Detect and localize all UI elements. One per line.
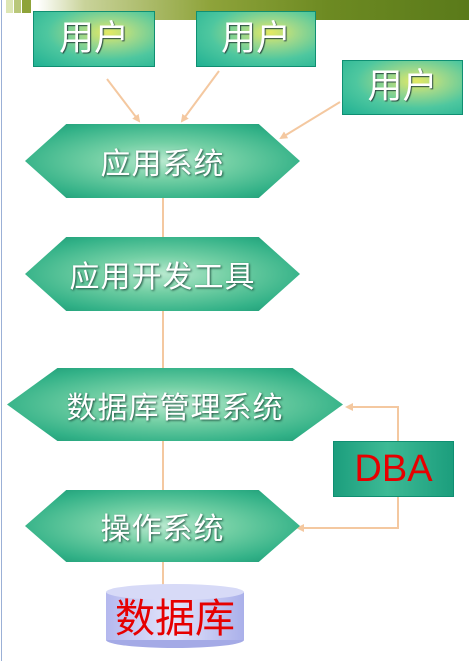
user-box-1: 用户: [33, 11, 155, 67]
arrow-dba-to-os: [296, 497, 399, 532]
user-box-3: 用户: [342, 60, 463, 115]
arrow-dba-to-dbms: [345, 403, 399, 441]
node-dbms: 数据库管理系统: [7, 368, 343, 441]
dba-label: DBA: [354, 448, 433, 490]
database-cylinder: 数据库: [106, 584, 244, 648]
header-square: [6, 0, 13, 13]
dba-box: DBA: [333, 441, 454, 497]
header-square: [14, 0, 21, 13]
node-application-system: 应用系统: [25, 124, 300, 198]
node-label: 应用系统: [100, 147, 225, 182]
user-label: 用户: [367, 67, 438, 107]
left-rule: [1, 0, 2, 661]
header-square: [0, 0, 5, 13]
database-top: [106, 584, 244, 600]
arrow-user1-to-app: [106, 78, 141, 123]
database-label: 数据库: [115, 596, 235, 642]
node-dev-tools: 应用开发工具: [25, 237, 300, 311]
arrow-user3-to-app: [279, 101, 341, 140]
user-label: 用户: [220, 18, 291, 59]
header-square: [22, 0, 31, 13]
arrow-user2-to-app: [180, 70, 220, 123]
node-label: 数据库管理系统: [66, 390, 284, 426]
node-label: 应用开发工具: [69, 260, 256, 295]
node-operating-system: 操作系统: [25, 490, 300, 562]
user-box-2: 用户: [196, 11, 316, 67]
user-label: 用户: [58, 18, 129, 59]
database-body: [106, 592, 244, 640]
node-label: 操作系统: [100, 512, 225, 547]
